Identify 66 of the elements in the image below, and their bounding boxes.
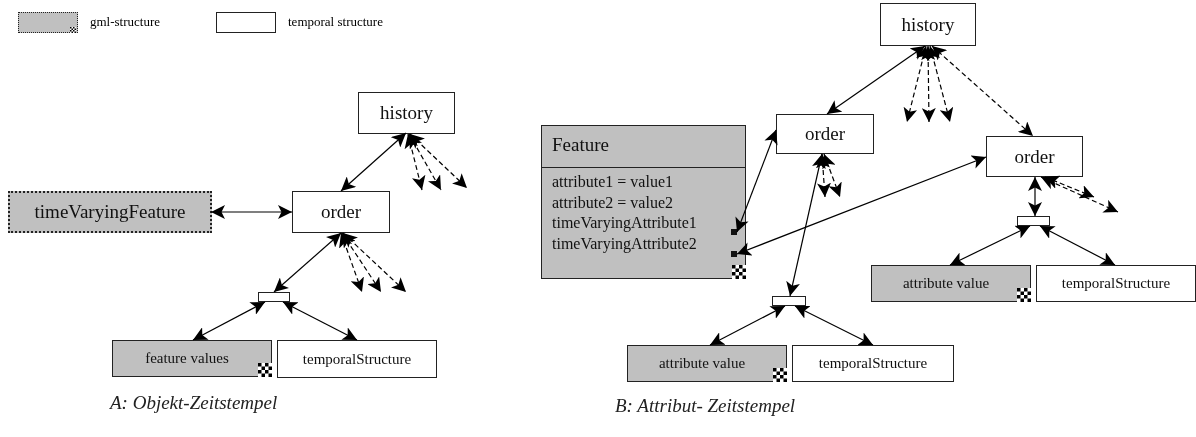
- structure-box: [880, 3, 976, 46]
- structure-box: [871, 265, 1031, 302]
- dashed-arrow: [903, 45, 930, 123]
- arrow: [192, 301, 266, 341]
- legend-label: gml-structure: [90, 14, 161, 30]
- connector-bar: [772, 296, 806, 306]
- structure-box: [1036, 265, 1196, 302]
- arrow: [1039, 225, 1116, 266]
- class-box: [541, 125, 746, 279]
- node-label: temporalStructure: [1061, 275, 1171, 292]
- dashed-arrow: [921, 45, 936, 123]
- arrow: [786, 153, 826, 297]
- arrow: [340, 132, 407, 192]
- attribute-text: attribute1 = value1: [552, 173, 673, 191]
- node-label: order: [1014, 145, 1055, 168]
- dashed-arrow: [409, 133, 468, 189]
- node-label: order: [320, 201, 362, 223]
- attribute-text: attribute2 = value2: [552, 193, 673, 212]
- structure-box: [776, 114, 874, 154]
- structure-box: [8, 191, 212, 233]
- connection-square: [730, 228, 737, 235]
- node-label: timeVaryingFeature: [34, 201, 186, 223]
- dashed-arrow: [404, 133, 426, 191]
- dashed-arrow: [926, 45, 954, 123]
- legend-label: temporal structure: [288, 14, 383, 30]
- connection-square: [730, 250, 737, 257]
- dashed-arrow: [816, 153, 831, 198]
- arrow: [273, 232, 342, 293]
- node-label: temporalStructure: [818, 355, 928, 372]
- structure-box: [358, 92, 455, 134]
- dashed-arrow: [1040, 176, 1119, 213]
- structure-box: [986, 136, 1083, 177]
- node-label: history: [380, 102, 433, 124]
- node-label: order: [804, 123, 846, 145]
- connector-bar: [1017, 216, 1050, 226]
- structure-box: [627, 345, 787, 382]
- arrow: [282, 301, 358, 341]
- structure-box: [277, 340, 437, 378]
- node-label: feature values: [145, 350, 229, 367]
- caption: B: Attribut- Zeitstempel: [615, 395, 796, 417]
- dashed-arrow: [822, 153, 842, 198]
- structure-box: [112, 340, 272, 377]
- arrow: [826, 45, 926, 115]
- node-label: temporalStructure: [302, 350, 412, 368]
- node-label: attribute value: [658, 355, 746, 372]
- class-name: Feature: [552, 134, 609, 156]
- connector-bar: [258, 292, 290, 302]
- arrow: [1028, 176, 1042, 217]
- structure-box: [792, 345, 954, 382]
- attribute-text: timeVaryingAttribute1: [552, 214, 697, 233]
- arrow: [709, 305, 786, 346]
- caption: A: Objekt-Zeitstempel: [110, 392, 278, 414]
- dashed-arrow: [342, 232, 407, 293]
- arrow: [735, 129, 778, 233]
- arrow: [794, 305, 874, 346]
- dashed-arrow: [408, 133, 442, 191]
- dashed-arrow: [339, 232, 364, 293]
- structure-box: [292, 191, 390, 233]
- arrow: [736, 155, 987, 256]
- dashed-arrow: [341, 232, 382, 293]
- arrow: [210, 205, 293, 219]
- node-label: attribute value: [902, 275, 990, 292]
- dashed-arrow: [931, 45, 1034, 137]
- node-label: history: [901, 13, 955, 36]
- attribute-text: timeVaryingAttribute2: [552, 235, 697, 254]
- arrow: [949, 225, 1031, 266]
